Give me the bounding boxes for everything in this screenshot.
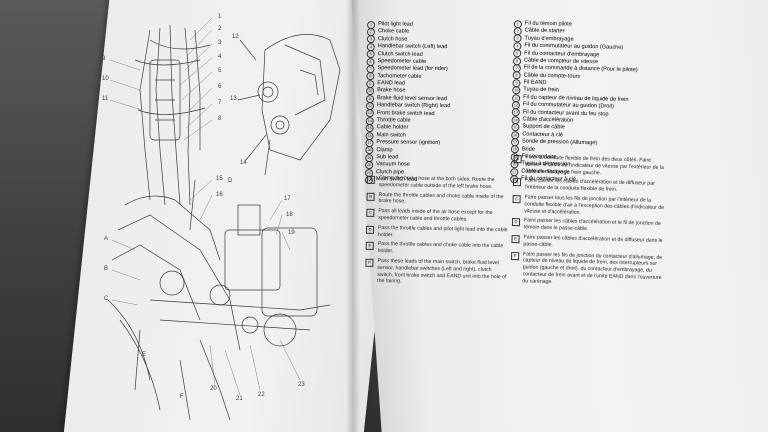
callout-label: 6 [218, 84, 222, 90]
callout-label: B [104, 266, 109, 272]
note-key: C [366, 208, 375, 218]
callout-label: 9 [102, 56, 106, 62]
callout-label: 18 [286, 212, 293, 218]
callout-label: 19 [288, 230, 295, 236]
callout-label: 21 [236, 396, 243, 402]
callout-label: 5 [218, 68, 222, 74]
note-key: A [366, 175, 375, 184]
note-text: Faire passer les câbles d'accélération e… [524, 177, 655, 193]
callout-label: 2 [218, 26, 222, 32]
callout-label: 11 [102, 96, 109, 102]
callout-label: 15 [216, 176, 223, 182]
callout-label: F [180, 394, 184, 400]
callout-label: 4 [218, 54, 222, 60]
note-key: E [511, 234, 520, 244]
note-key: D [365, 225, 375, 234]
note-key: F [365, 258, 374, 267]
callout-label: E [142, 352, 147, 358]
callout-label: 13 [230, 96, 237, 102]
callout-label: 16 [216, 192, 223, 198]
note-key: E [365, 242, 374, 251]
note-text: Clamp the brake hose at the both sides. … [378, 174, 495, 190]
callout-label: 17 [284, 196, 291, 202]
callout-label: 23 [298, 382, 305, 388]
callout-label: C [104, 296, 109, 302]
callout-label: 20 [210, 386, 217, 392]
diagram-top-right [237, 34, 341, 176]
note-key: F [511, 251, 520, 260]
note-text: Faire passer tous les fils de jonction p… [524, 194, 665, 216]
diagram-bottom [107, 179, 331, 421]
note-text: Faire passer les câbles d'accélération e… [523, 217, 661, 233]
callout-label: 10 [102, 76, 109, 82]
callout-label: 14 [240, 160, 247, 166]
callout-label: 22 [258, 392, 265, 398]
note-text: Faire passer les fils de jonction du con… [522, 250, 663, 285]
callout-label: 7 [218, 100, 222, 106]
note-key: A [513, 155, 522, 164]
note-text: Pass all leads inside of the air hose ex… [378, 208, 493, 223]
note-key: B [512, 178, 522, 187]
note-text: Faire passer les câbles d'accélération e… [523, 234, 663, 248]
book-gutter [346, 0, 360, 432]
callout-label: D [228, 178, 233, 184]
callout-label: A [104, 236, 109, 242]
callout-label: 1 [218, 14, 222, 20]
note-text: Pass these leads of the main switch, bra… [377, 257, 507, 285]
note-text: Pass the throttle cables and pilot light… [377, 224, 508, 238]
callout-label: 3 [218, 40, 222, 46]
note-text: Route the throttle cables and choke cabl… [378, 191, 504, 205]
leader-lines [109, 17, 301, 396]
callout-label: 12 [232, 34, 239, 40]
note-text: Fixer la conduite flexible de frein des … [525, 154, 664, 176]
note-key: D [511, 218, 521, 227]
note-text: Pass the throttle cables and choke cable… [377, 241, 504, 255]
note-key: C [512, 195, 521, 204]
diagram-top-left [134, 24, 211, 206]
callout-label: 8 [218, 116, 222, 122]
note-key: B [366, 192, 375, 201]
